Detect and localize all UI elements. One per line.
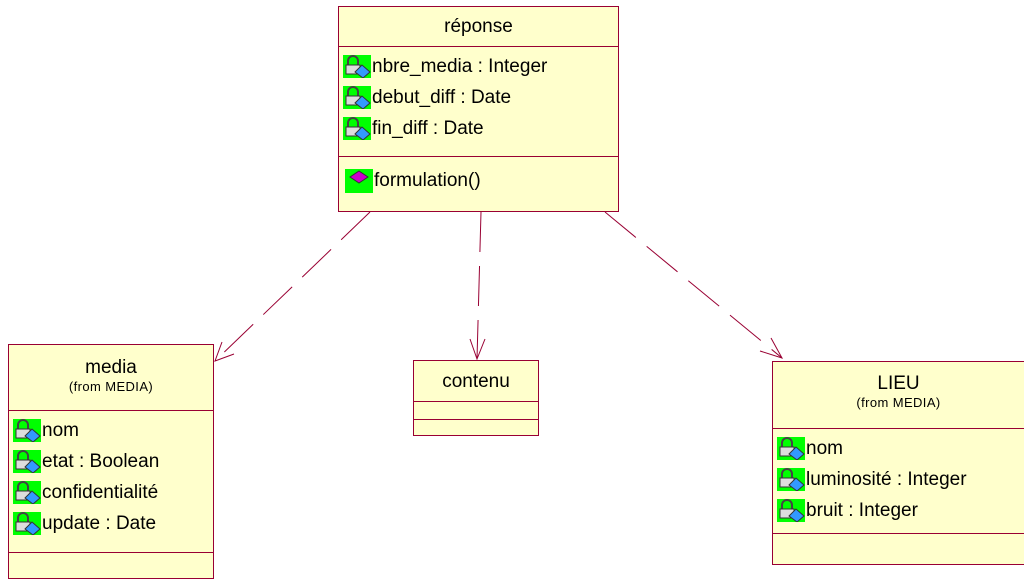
public-operation-icon	[345, 169, 373, 193]
attribute-compartment: nom etat : Boolean confidentialité updat…	[9, 411, 213, 553]
attribute-row[interactable]: nom	[13, 415, 213, 446]
attribute-row[interactable]: confidentialité	[13, 477, 213, 508]
attribute-row[interactable]: update : Date	[13, 508, 213, 539]
attribute-text: update : Date	[42, 512, 157, 534]
operation-row[interactable]: formulation()	[345, 165, 618, 197]
class-name: media	[85, 357, 137, 378]
attribute-row[interactable]: bruit : Integer	[777, 495, 1024, 526]
package-label: (from MEDIA)	[68, 379, 154, 394]
class-name: contenu	[442, 371, 510, 392]
operation-text: formulation()	[374, 170, 481, 191]
attribute-text: luminosité : Integer	[806, 468, 967, 490]
attribute-row[interactable]: nom	[777, 433, 1024, 464]
attribute-text: debut_diff : Date	[372, 86, 512, 108]
class-reponse-header: réponse	[339, 7, 618, 47]
lock-attribute-icon	[13, 512, 41, 535]
attribute-text: bruit : Integer	[806, 499, 918, 521]
class-reponse[interactable]: réponse nbre_media : Integer debut_diff …	[338, 6, 619, 212]
lock-attribute-icon	[13, 481, 41, 504]
attribute-row[interactable]: fin_diff : Date	[343, 113, 618, 144]
package-label: (from MEDIA)	[856, 395, 941, 410]
attribute-row[interactable]: etat : Boolean	[13, 446, 213, 477]
attribute-text: etat : Boolean	[42, 450, 160, 472]
operation-compartment	[414, 420, 538, 428]
lock-attribute-icon	[13, 419, 41, 442]
attribute-text: nbre_media : Integer	[372, 55, 548, 77]
operation-compartment: formulation()	[339, 157, 618, 197]
class-name: LIEU	[877, 373, 920, 394]
attribute-text: nom	[806, 437, 843, 459]
class-media-header: media (from MEDIA)	[9, 345, 213, 411]
attribute-row[interactable]: luminosité : Integer	[777, 464, 1024, 495]
lock-attribute-icon	[343, 86, 371, 109]
attribute-compartment: nbre_media : Integer debut_diff : Date f…	[339, 47, 618, 157]
attribute-row[interactable]: nbre_media : Integer	[343, 51, 618, 82]
class-contenu[interactable]: contenu	[413, 360, 539, 436]
lock-attribute-icon	[343, 55, 371, 78]
lock-attribute-icon	[13, 450, 41, 473]
lock-attribute-icon	[777, 437, 805, 460]
attribute-text: fin_diff : Date	[372, 117, 484, 139]
class-contenu-header: contenu	[414, 361, 538, 402]
lock-attribute-icon	[777, 499, 805, 522]
dependency-reponse-to-lieu[interactable]	[604, 211, 784, 359]
operation-compartment	[9, 553, 213, 561]
attribute-compartment	[414, 402, 538, 420]
attribute-text: nom	[42, 419, 79, 441]
class-name: réponse	[444, 16, 513, 37]
attribute-text: confidentialité	[42, 481, 159, 503]
attribute-compartment: nom luminosité : Integer bruit : Integer	[773, 429, 1024, 534]
attribute-row[interactable]: debut_diff : Date	[343, 82, 618, 113]
class-lieu[interactable]: LIEU (from MEDIA) nom luminosité : Integ…	[772, 361, 1024, 565]
operation-compartment	[773, 534, 1024, 542]
dependency-reponse-to-contenu[interactable]	[469, 211, 486, 361]
dependency-reponse-to-media[interactable]	[214, 211, 371, 362]
lock-attribute-icon	[777, 468, 805, 491]
lock-attribute-icon	[343, 117, 371, 140]
class-lieu-header: LIEU (from MEDIA)	[773, 362, 1024, 429]
class-media[interactable]: media (from MEDIA) nom etat : Boolean co…	[8, 344, 214, 579]
